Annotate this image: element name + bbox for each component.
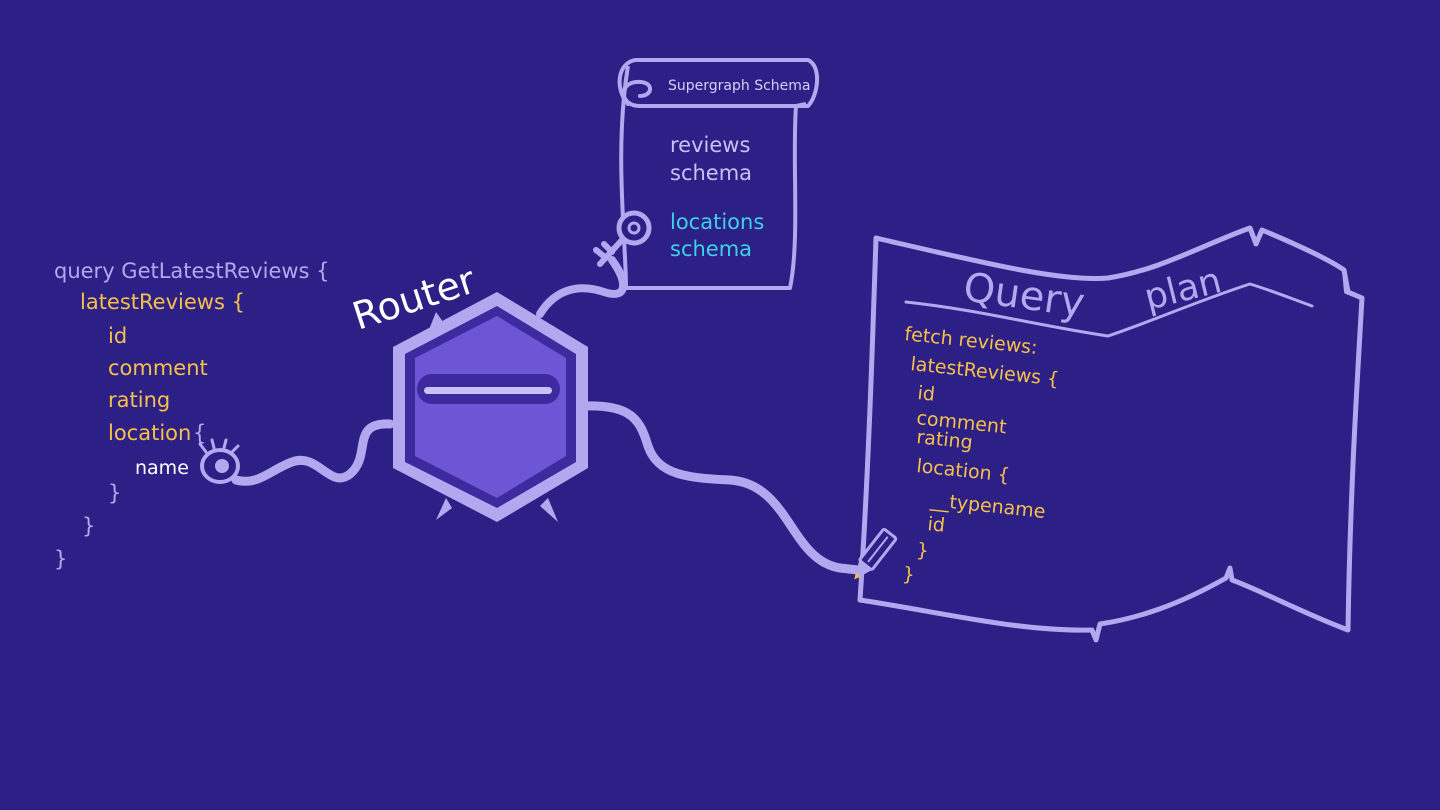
key-shaft <box>593 237 625 267</box>
pencil-stripe <box>867 536 889 563</box>
query-line-2: latestReviews { <box>80 290 245 314</box>
schema-locations-line-2: schema <box>670 237 752 261</box>
plan-line-9: } <box>915 539 929 562</box>
plan-line-8: id <box>926 513 946 537</box>
router-spike-bottom-right <box>540 498 558 522</box>
pencil-icon <box>854 528 898 580</box>
plan-line-10: } <box>901 563 915 586</box>
query-field-id: id <box>108 324 127 348</box>
schema-title: Supergraph Schema <box>668 78 811 94</box>
query-location-brace: { <box>193 421 206 445</box>
schema-scroll: Supergraph Schema reviews schema locatio… <box>617 58 819 290</box>
pencil-lead <box>854 572 861 580</box>
eye-icon <box>198 438 240 484</box>
query-field-rating: rating <box>108 388 170 412</box>
map-title-underline <box>904 282 1314 338</box>
connector-query-to-router <box>231 419 395 486</box>
query-close-3: } <box>54 547 67 571</box>
schema-reviews-line-1: reviews <box>670 133 750 157</box>
schema-locations-line-1: locations <box>670 210 764 234</box>
eye-lashes <box>198 438 240 454</box>
router-hexagon-body <box>415 316 566 498</box>
schema-reviews-line-2: schema <box>670 161 752 185</box>
query-code-block: query GetLatestReviews { latestReviews {… <box>54 259 330 571</box>
query-plan-map: Query plan <box>857 225 1365 643</box>
map-outline <box>857 225 1365 643</box>
key-ring <box>616 210 652 246</box>
scroll-body <box>619 65 807 290</box>
pencil-tip <box>854 560 872 580</box>
query-field-location: location <box>108 421 191 445</box>
key-hole <box>627 221 641 235</box>
router-spike-bottom-left <box>436 498 452 520</box>
query-field-comment: comment <box>108 356 208 380</box>
router-node <box>393 292 588 522</box>
key-icon <box>593 210 652 267</box>
router-visor-light <box>424 387 552 394</box>
query-line-1: query GetLatestReviews { <box>54 259 330 283</box>
plan-line-3: id <box>916 382 936 406</box>
connector-router-to-plan <box>577 401 863 575</box>
query-close-1: } <box>108 481 121 505</box>
eye-pupil <box>215 459 229 473</box>
query-close-2: } <box>82 514 95 538</box>
connector-router-to-schema <box>536 256 628 318</box>
scroll-curl <box>617 58 638 106</box>
map-fold-corner <box>1342 269 1363 300</box>
query-field-name: name <box>135 457 189 479</box>
